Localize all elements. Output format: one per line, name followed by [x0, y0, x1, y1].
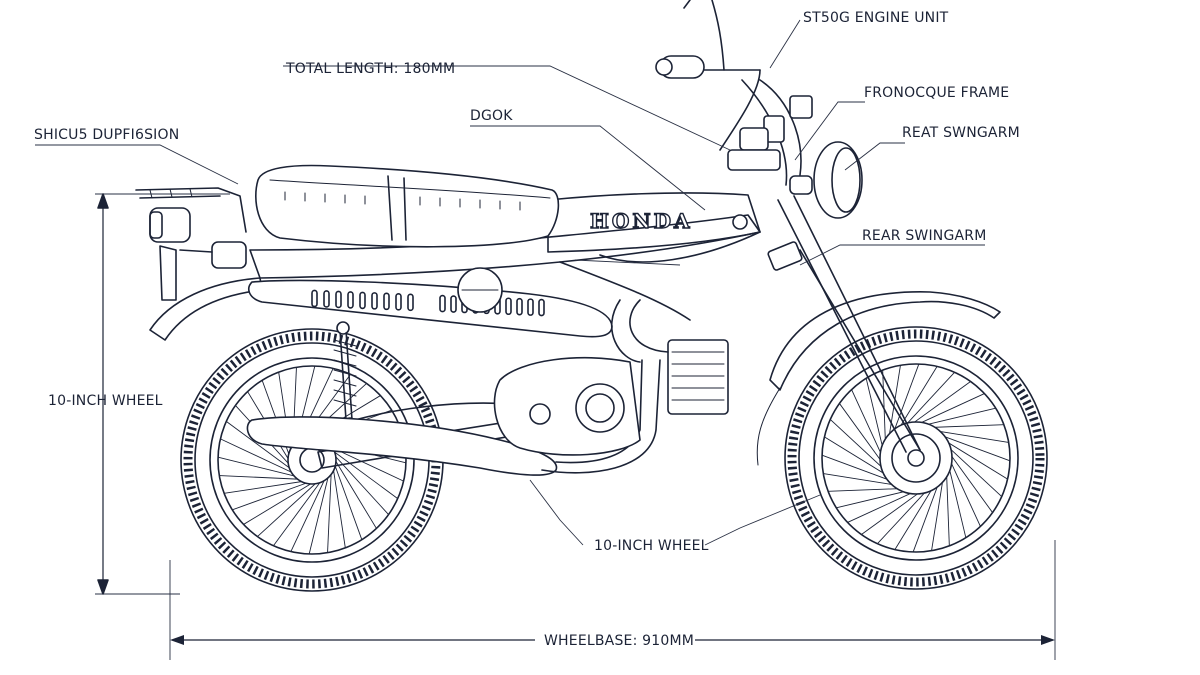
label-dgok: DGOK: [470, 108, 513, 124]
spoke: [219, 475, 309, 481]
rear-wheel-spokes: [217, 365, 407, 555]
frame-backbone: [559, 231, 761, 321]
headlight: [789, 141, 863, 219]
heat-shield: [248, 279, 613, 338]
spoke: [257, 476, 324, 537]
label-engine-unit: ST50G ENGINE UNIT: [803, 10, 949, 26]
heat-shield-slot: [335, 290, 342, 309]
heat-shield-slot: [505, 297, 512, 316]
spoke: [224, 479, 313, 494]
mudflap: [159, 245, 177, 301]
spoke: [273, 473, 327, 546]
spoke: [308, 467, 331, 555]
engine-unit: [457, 267, 729, 456]
brand-logo-text: HONDA: [590, 209, 692, 233]
front-fender: [769, 291, 1001, 391]
front-fork: [767, 195, 921, 453]
tail-light: [149, 207, 191, 243]
fuel-cap: [732, 214, 748, 230]
spoke: [327, 463, 333, 553]
heat-shield-slot: [439, 294, 446, 313]
heat-shield-slot: [371, 292, 378, 310]
heat-shield-slot: [383, 292, 390, 311]
heat-shield-slot: [407, 293, 414, 312]
label-wheel-left: 10-INCH WHEEL: [48, 393, 163, 409]
rear-carrier-rack: [135, 187, 247, 233]
spoke: [331, 455, 363, 540]
handlebar: [655, 0, 813, 186]
label-suspension: SHICU5 DUPFI6SION: [34, 127, 179, 143]
label-rear-swingarm: REAR SWINGARM: [862, 228, 987, 244]
heat-shield-slot: [450, 295, 457, 313]
heat-shield-slot: [395, 293, 402, 311]
heat-shield-slot: [311, 289, 318, 308]
heat-shield-slot: [516, 297, 523, 316]
spoke: [325, 445, 398, 499]
spoke: [217, 456, 305, 479]
front-fender-stay: [756, 387, 781, 466]
heat-shield-slot: [538, 298, 545, 317]
label-frame: FRONOCQUE FRAME: [864, 85, 1009, 101]
spoke: [328, 448, 389, 515]
rear-wheel: [180, 328, 444, 592]
heat-shield-slot: [347, 291, 354, 309]
height-dimension: [95, 193, 230, 595]
label-total-length: TOTAL LENGTH: 180MM: [285, 61, 455, 77]
rear-fender: [149, 277, 263, 341]
spoke: [290, 470, 330, 552]
label-wheel-bottom: 10-INCH WHEEL: [594, 538, 709, 554]
leader-lines: [35, 19, 985, 546]
spoke: [220, 438, 302, 478]
turn-signal-rear: [179, 241, 247, 269]
label-rear-swingarm-top: REAT SWNGARM: [902, 125, 1020, 141]
spoke: [331, 459, 346, 548]
spoke: [243, 478, 320, 525]
wheelbase-dimension: [169, 540, 1056, 660]
spoke: [226, 421, 299, 475]
label-wheelbase: WHEELBASE: 910MM: [544, 633, 694, 649]
heat-shield-slot: [527, 298, 534, 316]
front-wheel: [784, 326, 1048, 590]
heat-shield-slot: [323, 290, 330, 308]
spoke: [232, 479, 317, 511]
heat-shield-slot: [359, 291, 366, 310]
seat: [255, 164, 560, 248]
frame-side-panel: [547, 192, 761, 253]
